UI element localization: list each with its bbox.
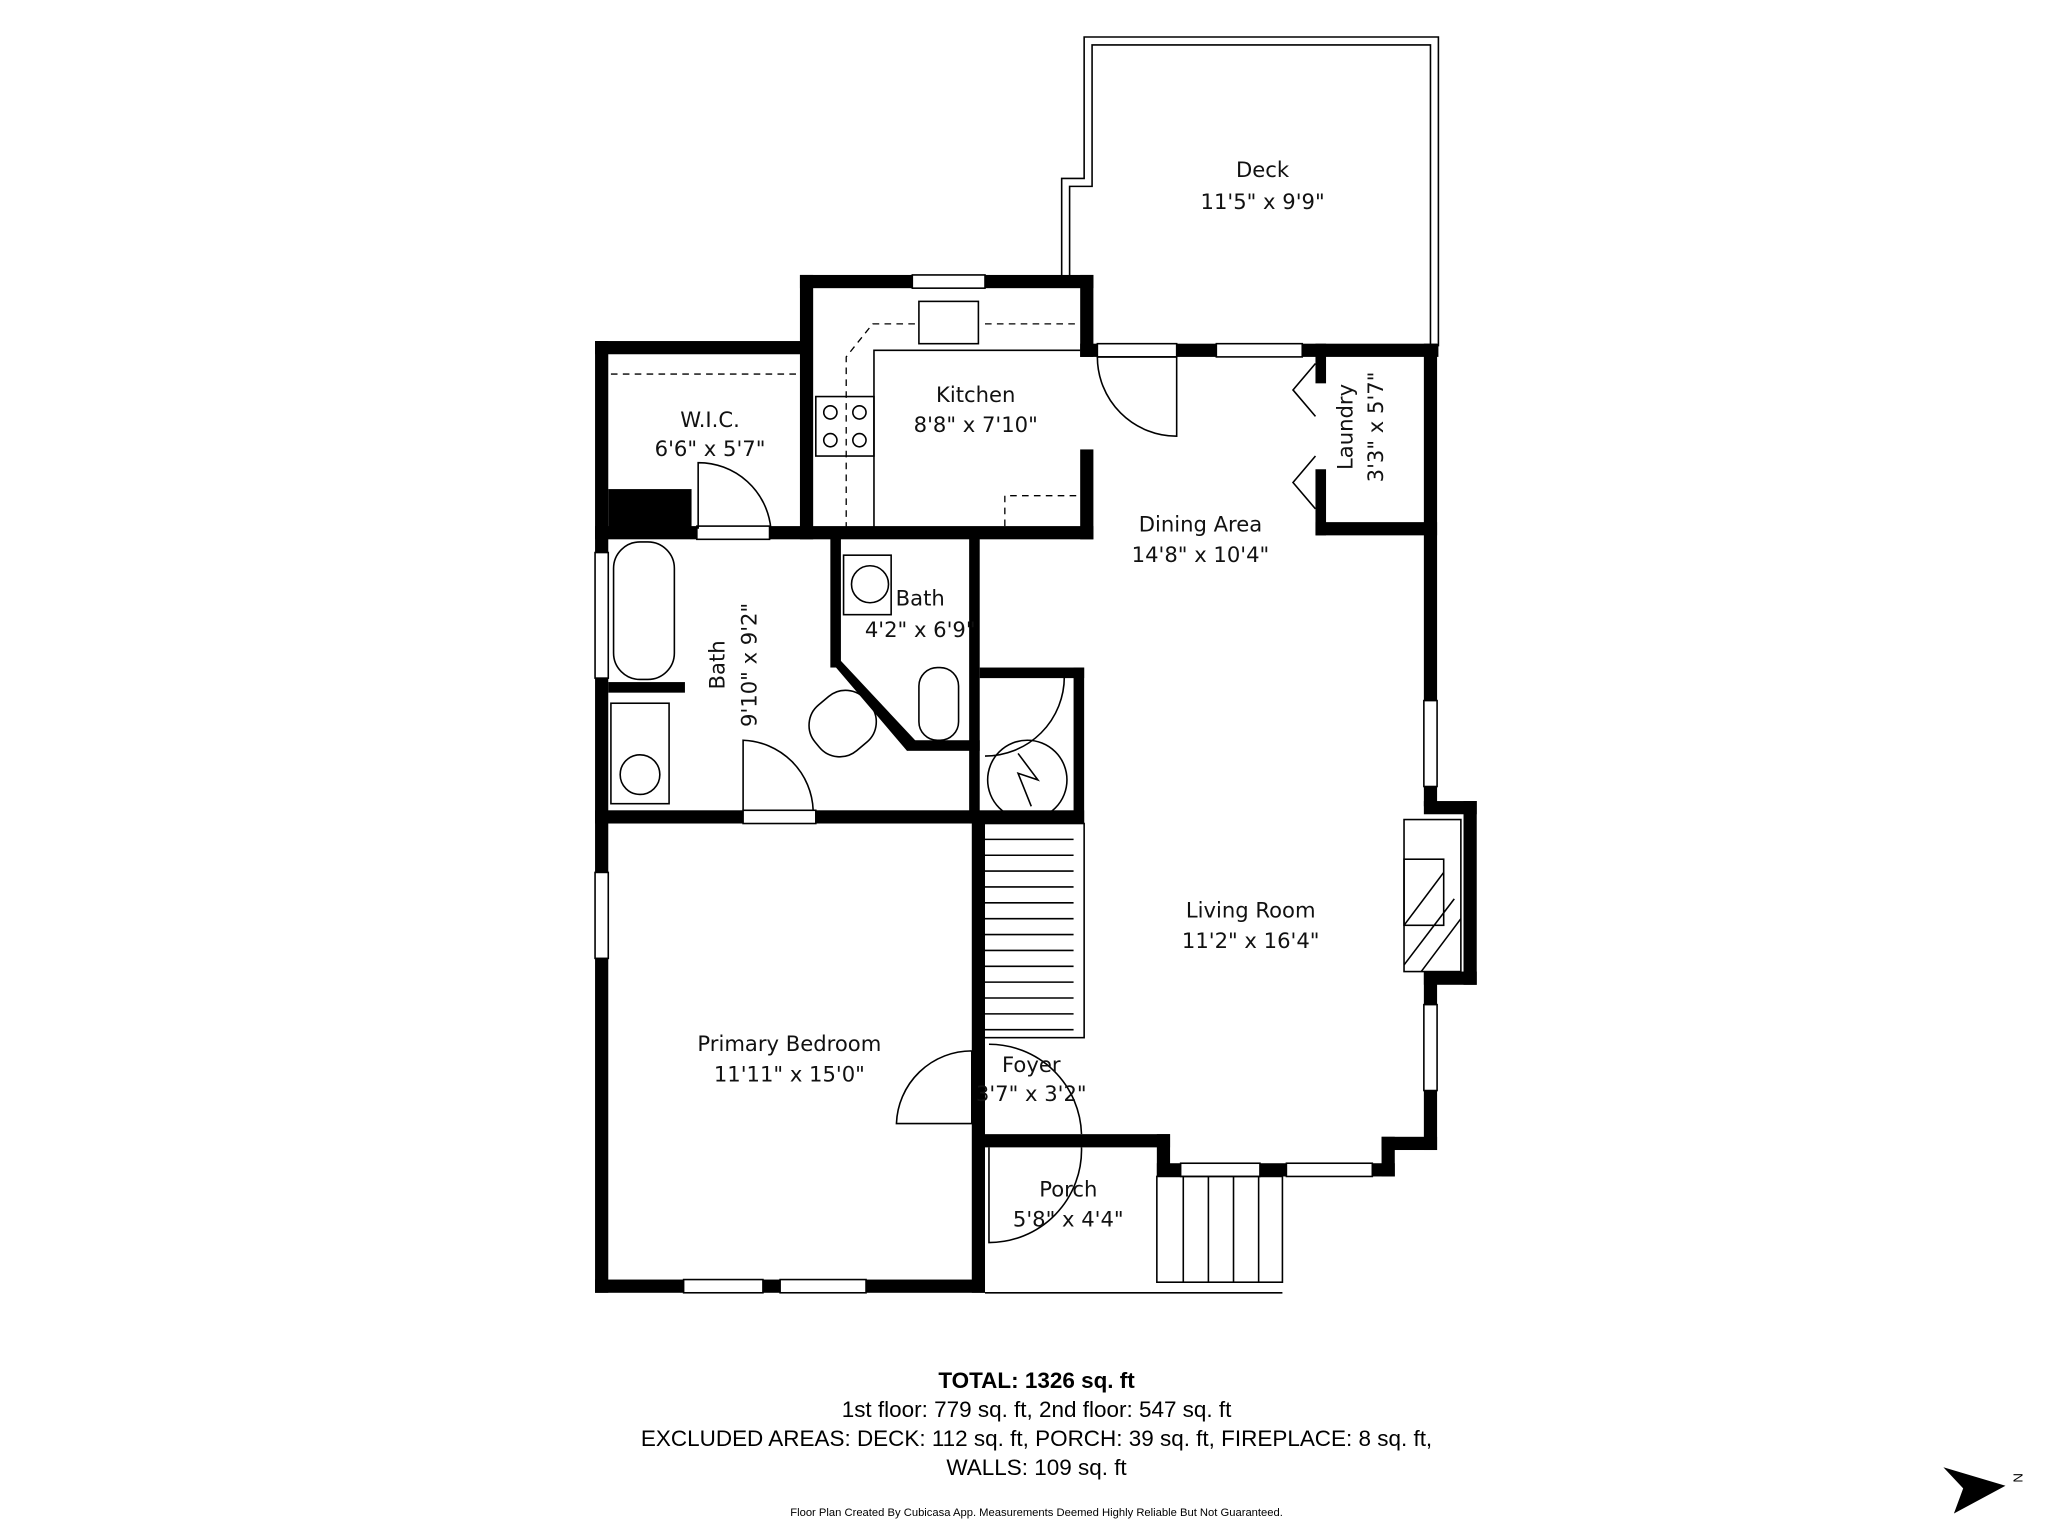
living-size: 11'2" x 16'4" [1182,928,1320,953]
primary-name: Primary Bedroom [697,1031,881,1056]
primary-size: 11'11" x 15'0" [714,1061,865,1086]
kitchen-size: 8'8" x 7'10" [914,412,1038,437]
bath-main-size: 9'10" x 9'2" [736,603,761,727]
wic-name: W.I.C. [680,407,740,432]
living-name: Living Room [1186,897,1316,922]
room-labels: Deck 11'5" x 9'9" Kitchen 8'8" x 7'10" W… [655,157,1388,1232]
stairs [978,822,1284,1294]
north-label: N [2011,1473,2026,1483]
fireplace [1403,818,1462,973]
floor-areas: 1st floor: 779 sq. ft, 2nd floor: 547 sq… [842,1397,1232,1422]
laundry-name: Laundry [1332,384,1357,470]
dining-size: 14'8" x 10'4" [1132,542,1270,567]
foyer-name: Foyer [1002,1052,1061,1077]
kitchen-name: Kitchen [936,382,1015,407]
deck-name: Deck [1236,157,1290,182]
foyer-size: 3'7" x 3'2" [976,1081,1087,1106]
porch-name: Porch [1039,1176,1097,1201]
fixtures [610,300,1317,1244]
walls-area: WALLS: 109 sq. ft [946,1455,1127,1480]
area-summary: TOTAL: 1326 sq. ft 1st floor: 779 sq. ft… [641,1368,1432,1519]
bath-main-name: Bath [705,640,730,689]
wic-size: 6'6" x 5'7" [655,436,766,461]
windows [594,274,1438,1294]
bath-half-size: 4'2" x 6'9" [865,617,976,642]
laundry-size: 3'3" x 5'7" [1363,372,1388,483]
excluded-areas: EXCLUDED AREAS: DECK: 112 sq. ft, PORCH:… [641,1426,1432,1451]
north-arrow-icon: N [1943,1467,2026,1514]
porch-size: 5'8" x 4'4" [1013,1207,1124,1232]
disclaimer: Floor Plan Created By Cubicasa App. Meas… [790,1507,1283,1519]
deck-outline [1060,36,1440,347]
deck-size: 11'5" x 9'9" [1201,189,1325,214]
total-area: TOTAL: 1326 sq. ft [938,1368,1135,1393]
bath-half-name: Bath [896,585,945,610]
dining-name: Dining Area [1139,511,1263,536]
